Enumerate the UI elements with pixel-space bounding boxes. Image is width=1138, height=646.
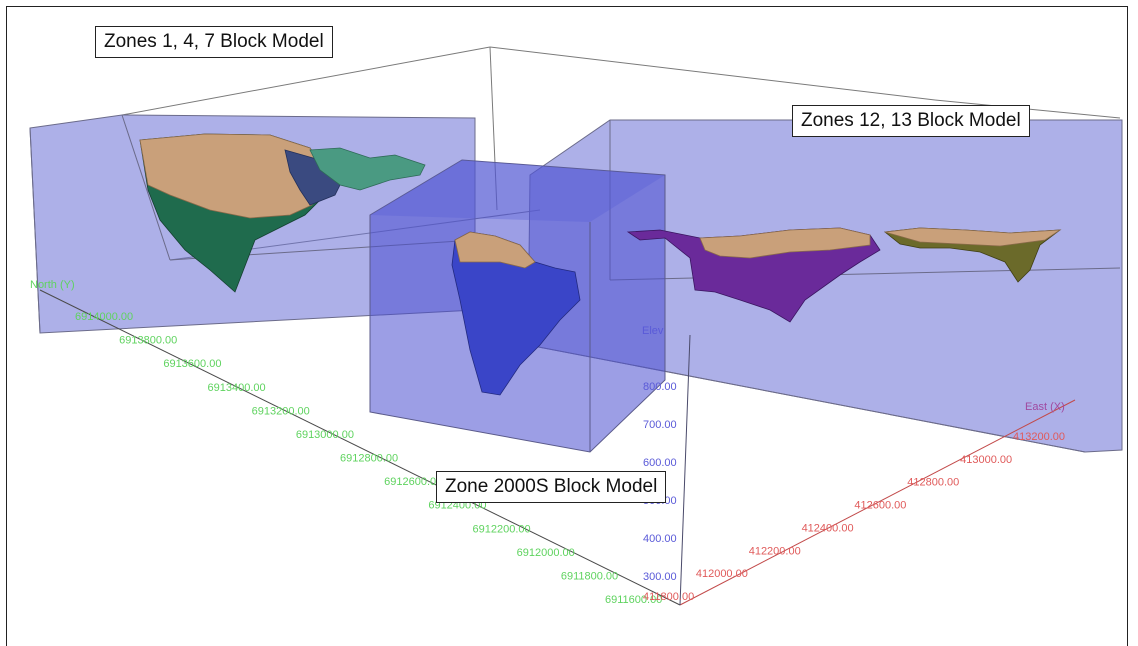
- east-axis-title: East (X): [1025, 401, 1065, 413]
- east-tick-label: 412000.00: [696, 568, 748, 580]
- east-tick-label: 412200.00: [749, 545, 801, 557]
- north-axis-title: North (Y): [30, 279, 75, 291]
- callout-zone-2000s: Zone 2000S Block Model: [436, 471, 667, 503]
- axis-lines: [39, 289, 1076, 606]
- elev-axis-title: Elev: [642, 325, 664, 337]
- north-tick-label: 6913400.00: [208, 382, 266, 394]
- north-tick-label: 6912000.00: [517, 547, 575, 559]
- north-tick-label: 6913000.00: [296, 429, 354, 441]
- north-tick-label: 6911600.00: [605, 594, 662, 606]
- figure-frame: [6, 6, 1128, 646]
- elev-tick-label: 800.00: [643, 381, 677, 393]
- elev-tick-label: 400.00: [643, 533, 677, 545]
- north-tick-label: 6914000.00: [75, 311, 133, 323]
- north-tick-label: 6912200.00: [473, 523, 531, 535]
- north-tick-label: 6913800.00: [119, 335, 177, 347]
- callout-zones-1213: Zones 12, 13 Block Model: [792, 105, 1030, 137]
- elev-tick-label: 300.00: [643, 571, 677, 583]
- east-tick-label: 411800.00: [643, 591, 694, 603]
- east-tick-label: 413000.00: [960, 454, 1012, 466]
- north-axis-line: [39, 289, 681, 606]
- elev-tick-label: 700.00: [643, 419, 677, 431]
- east-tick-label: 412600.00: [854, 500, 906, 512]
- orebody-zones-147: [139, 133, 426, 293]
- callout-zones-147: Zones 1, 4, 7 Block Model: [95, 26, 333, 58]
- east-tick-label: 412400.00: [802, 522, 854, 534]
- east-axis-line: [679, 399, 1076, 606]
- orebody-zone-2000s: [451, 231, 581, 396]
- east-axis-ticks: 411800.00412000.00412200.00412400.004126…: [643, 431, 1065, 603]
- north-tick-label: 6912600.00: [384, 476, 442, 488]
- north-tick-label: 6912800.00: [340, 453, 398, 465]
- north-tick-label: 6913200.00: [252, 405, 310, 417]
- north-tick-label: 6913600.00: [163, 358, 221, 370]
- elev-tick-label: 600.00: [643, 457, 677, 469]
- elev-axis-line: [679, 334, 691, 606]
- orebody-zones-1213: [626, 227, 1062, 323]
- east-tick-label: 412800.00: [907, 477, 959, 489]
- east-tick-label: 413200.00: [1013, 431, 1065, 443]
- north-axis-ticks: 6914000.00 6913800.00 6913600.00 6913400.00…: [75, 311, 662, 606]
- north-tick-label: 6911800.00: [561, 570, 618, 582]
